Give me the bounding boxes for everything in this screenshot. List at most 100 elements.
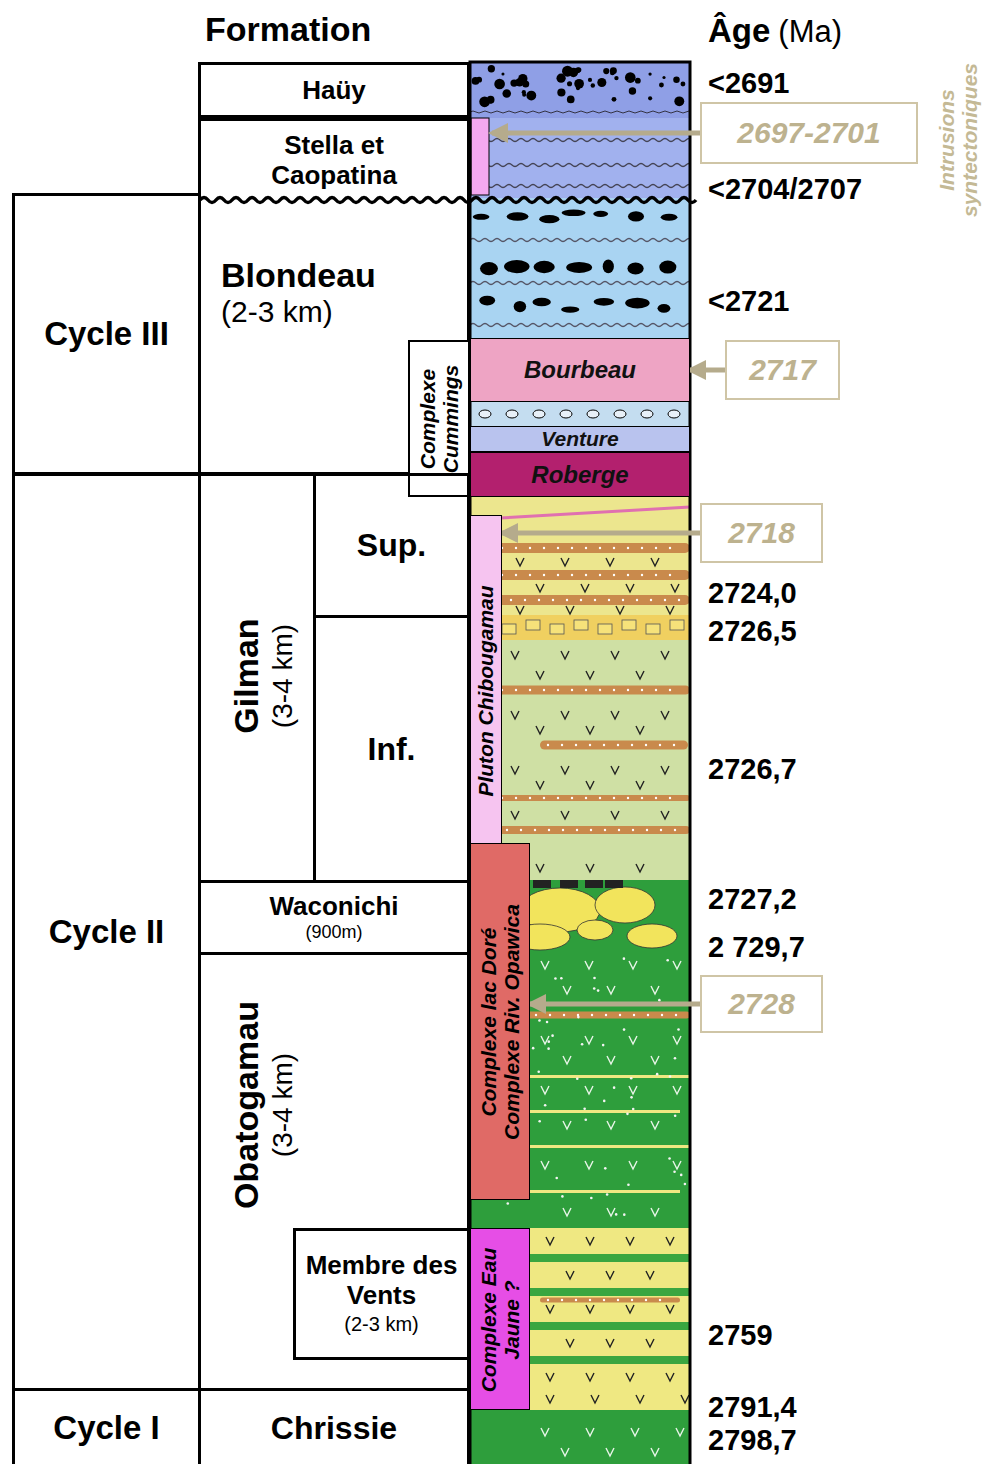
- column-pattern: [470, 239, 690, 242]
- column-pattern: [480, 686, 690, 695]
- column-pattern: [611, 811, 619, 819]
- text-holder: Membre des Vents(2-3 km): [296, 1231, 467, 1357]
- column-pattern: [613, 689, 615, 691]
- box-label: 2697-2701: [737, 116, 880, 150]
- intrusion-arrow: [530, 1002, 700, 1007]
- column-pattern: [626, 1373, 634, 1381]
- text-holder: Pluton Chibougamau: [474, 526, 497, 856]
- column-pattern: [543, 547, 545, 549]
- column-pattern: [507, 212, 529, 221]
- column-pattern: [581, 584, 589, 592]
- column-pattern: [673, 1086, 681, 1094]
- column-pattern: [594, 599, 596, 601]
- column-pattern: [575, 744, 577, 746]
- intrusion-arrow: [492, 131, 700, 136]
- column-pattern: [585, 1086, 593, 1094]
- age-box: 2697-2701: [700, 102, 918, 164]
- column-pattern: [673, 76, 680, 83]
- column-pattern: [655, 547, 657, 549]
- column-pattern: [577, 1016, 580, 1019]
- column-pattern: [560, 977, 563, 980]
- column-pattern: [547, 1040, 550, 1043]
- column-pattern: [541, 1161, 549, 1169]
- column-pattern: [566, 606, 574, 614]
- column-pattern: [616, 606, 624, 614]
- column-pattern: [656, 1073, 659, 1076]
- column-pattern: [606, 1339, 614, 1347]
- box-label: Complexe Riv. Opawica: [500, 852, 523, 1192]
- column-pattern: [541, 961, 549, 969]
- column-pattern: [629, 1036, 637, 1044]
- column-pattern: [606, 1193, 609, 1196]
- box-label: Stella et Caopatina: [249, 131, 419, 191]
- column-pattern: [587, 410, 599, 418]
- column-pattern: [668, 1157, 671, 1160]
- column-fill: [470, 62, 690, 1464]
- column-pattern: [611, 711, 619, 719]
- column-pattern: [588, 78, 592, 82]
- column-pattern: [536, 864, 544, 872]
- column-pattern: [538, 1019, 541, 1022]
- column-pattern: [599, 547, 601, 549]
- text-holder: Stella et Caopatina: [201, 121, 467, 200]
- column-pattern: [647, 1014, 649, 1016]
- box-label: Venture: [541, 428, 618, 450]
- column-pattern: [674, 1057, 677, 1060]
- column-pattern: [535, 1014, 537, 1016]
- column-pattern: [549, 1014, 551, 1016]
- column-pattern: [595, 887, 655, 923]
- column-pattern: [669, 689, 671, 691]
- text-holder: Cycle II: [15, 476, 198, 1388]
- column-pattern: [561, 744, 563, 746]
- column-pattern: [659, 744, 661, 746]
- column-pattern: [536, 726, 544, 734]
- column-pattern: [563, 1208, 571, 1216]
- column-pattern: [546, 1305, 554, 1313]
- column-pattern: [681, 82, 686, 87]
- text-holder: 2718: [702, 505, 821, 561]
- column-pattern: [585, 797, 587, 799]
- column-pattern: [529, 797, 531, 799]
- column-pattern: [561, 766, 569, 774]
- column-pattern: [610, 71, 615, 76]
- column-pattern: [561, 558, 569, 566]
- column-pattern: [557, 689, 559, 691]
- column-pattern: [613, 574, 615, 576]
- column-pattern: [520, 1145, 690, 1148]
- column-pattern: [605, 880, 623, 888]
- column-pattern: [575, 67, 581, 73]
- column-pattern: [646, 1339, 654, 1347]
- column-pattern: [608, 599, 610, 601]
- column-pattern: [676, 1428, 684, 1436]
- column-pattern: [583, 1107, 586, 1110]
- column-pattern: [524, 599, 526, 601]
- column-pattern: [603, 68, 609, 74]
- text-holder: Complexe Eau Jaune ?: [476, 1234, 522, 1406]
- column-pattern: [612, 97, 617, 102]
- column-pattern: [555, 1177, 558, 1180]
- column-pattern: [561, 1195, 564, 1198]
- column-pattern: [586, 671, 594, 679]
- column-pattern: [585, 574, 587, 576]
- column-pattern: [480, 570, 690, 580]
- column-heading: Âge: [708, 14, 770, 47]
- column-pattern: [516, 606, 524, 614]
- column-pattern: [472, 77, 480, 85]
- column-pattern: [546, 1021, 549, 1024]
- column-pattern: [561, 651, 569, 659]
- column-pattern: [561, 1448, 569, 1456]
- column-pattern: [518, 74, 527, 83]
- column-pattern: [619, 1014, 621, 1016]
- age-label: 2727,2: [708, 885, 797, 914]
- text-holder: Waconichi(900m): [201, 883, 467, 952]
- column-pattern: [589, 744, 591, 746]
- column-pattern: [571, 689, 573, 691]
- column-pattern: [627, 689, 629, 691]
- column-pattern: [470, 139, 690, 142]
- text-holder: Sup.: [316, 476, 467, 615]
- column-pattern: [603, 1299, 605, 1301]
- column-pattern: [630, 1077, 633, 1080]
- box-label: Cycle III: [44, 315, 169, 353]
- column-pattern: [662, 76, 665, 79]
- column-pattern: [627, 574, 629, 576]
